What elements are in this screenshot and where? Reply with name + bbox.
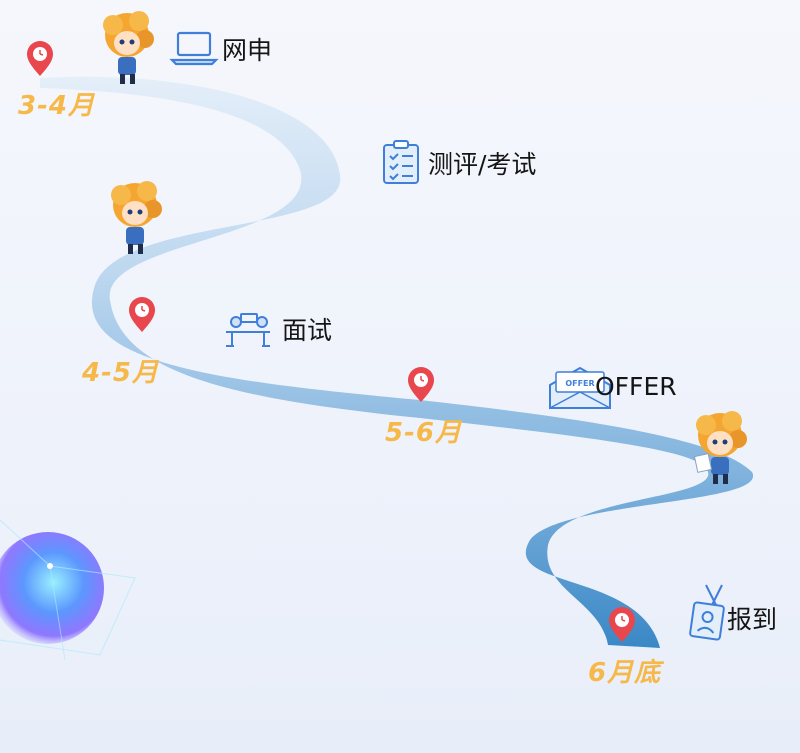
location-pin-icon (408, 367, 434, 402)
step-label-online-application: 网申 (222, 36, 273, 65)
mascot-character (111, 181, 162, 254)
date-label: 3-4月 (18, 91, 95, 121)
date-label: 4-5月 (82, 358, 159, 388)
laptop-icon (169, 31, 219, 66)
offer-badge-text: OFFER (565, 379, 594, 388)
meeting-table-icon (226, 313, 270, 347)
offer-envelope-icon: OFFER (549, 366, 611, 409)
mascot-character (103, 11, 154, 84)
step-label-onboarding: 报到 (727, 605, 778, 634)
step-label-offer: OFFER (595, 372, 677, 401)
decorative-orb (0, 519, 136, 661)
date-label: 5-6月 (385, 418, 462, 448)
location-pin-icon (129, 297, 155, 332)
clipboard-checklist-icon (383, 140, 419, 184)
mascot-character (693, 411, 747, 484)
id-badge-icon (689, 584, 725, 641)
step-label-interview: 面试 (282, 316, 333, 345)
location-pin-icon (609, 607, 635, 642)
location-pin-icon (27, 41, 53, 76)
date-label: 6月底 (588, 658, 662, 688)
step-label-assessment: 测评/考试 (428, 150, 537, 179)
